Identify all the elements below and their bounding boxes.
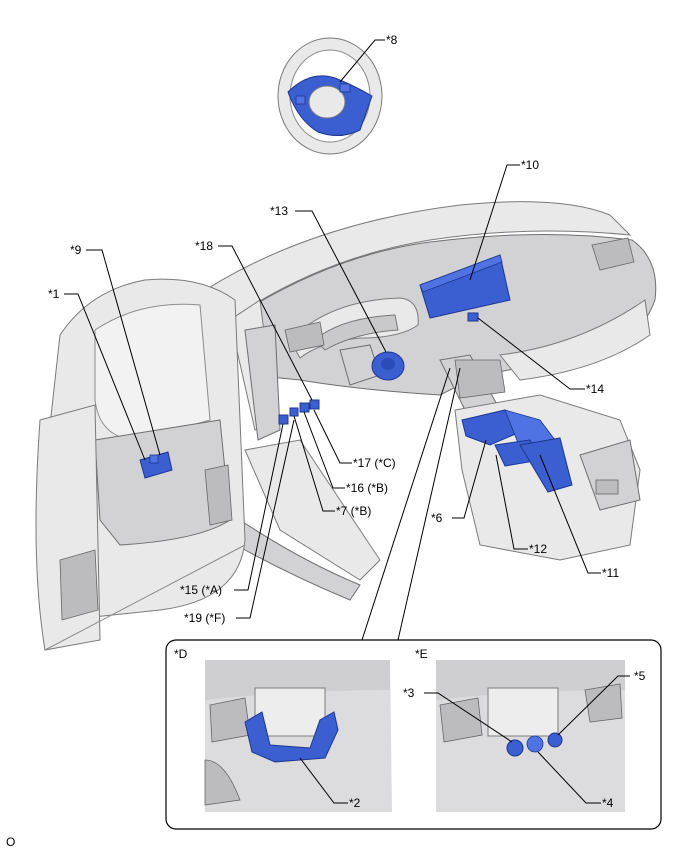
part-switch-cluster	[278, 399, 320, 425]
callout-labels: *8 *10 *13 *18 *9 *1 *14 *17 (*C) *16 (*…	[6, 33, 646, 849]
callout-3: *3	[403, 686, 415, 700]
callout-8: *8	[386, 33, 398, 47]
highlighted-components	[139, 254, 573, 493]
callout-6: *6	[431, 511, 443, 525]
inset-d-label: *D	[174, 647, 188, 661]
part-3-knob	[506, 739, 524, 757]
callout-9: *9	[70, 243, 82, 257]
callout-14: *14	[586, 382, 604, 396]
part-2-bracket	[244, 711, 339, 763]
callout-4: *4	[602, 796, 614, 810]
vehicle-interior-illustration	[189, 201, 657, 601]
inset-leader-lines	[299, 675, 630, 804]
part-door-switch	[139, 451, 173, 479]
callout-19: *19 (*F)	[184, 611, 225, 625]
callout-13: *13	[270, 204, 288, 218]
inset-d-illustration	[204, 660, 392, 812]
steering-wheel-illustration	[277, 37, 383, 155]
callout-7: *7 (*B)	[336, 504, 371, 518]
inset-e-label: *E	[415, 647, 428, 661]
part-module-14	[467, 312, 479, 322]
callout-12: *12	[529, 542, 547, 556]
callout-16: *16 (*B)	[346, 481, 388, 495]
callout-5: *5	[634, 669, 646, 683]
callout-10: *10	[521, 158, 539, 172]
part-console-11	[519, 437, 573, 493]
callout-11: *11	[602, 566, 619, 580]
callout-17: *17 (*C)	[353, 456, 396, 470]
part-4-knob	[526, 735, 544, 753]
part-console-6	[461, 409, 521, 446]
callout-15: *15 (*A)	[180, 583, 222, 597]
inset-e-illustration	[436, 660, 625, 812]
part-5-knob	[547, 732, 563, 748]
callout-2: *2	[349, 796, 361, 810]
leader-lines	[64, 39, 601, 641]
callout-18: *18	[195, 239, 213, 253]
figure-code: O	[6, 835, 15, 849]
callout-1: *1	[48, 287, 60, 301]
